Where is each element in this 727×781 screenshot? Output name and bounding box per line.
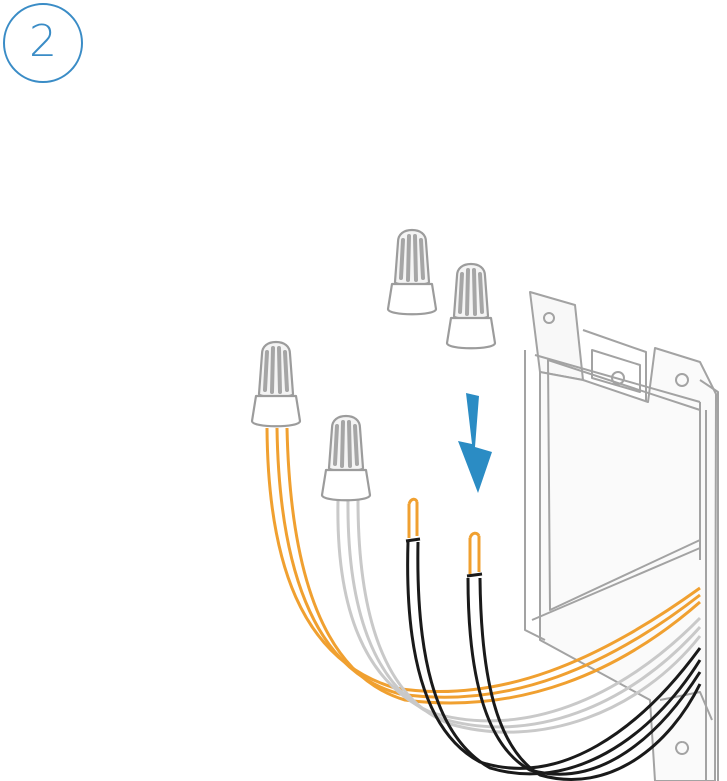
wire-nut-icon <box>445 262 497 351</box>
black-wire-caps <box>405 537 483 578</box>
step-number-badge: 2 <box>3 3 83 83</box>
wire-nut-icon <box>320 414 372 503</box>
stripped-wire-ends <box>407 497 481 574</box>
down-arrow-icon <box>458 393 492 493</box>
wire-nut-icon <box>386 228 438 317</box>
gray-wires <box>336 499 702 734</box>
black-wires <box>406 541 702 781</box>
electrical-box <box>524 291 719 781</box>
step-number: 2 <box>29 16 57 67</box>
wire-nut-icon <box>250 340 302 429</box>
